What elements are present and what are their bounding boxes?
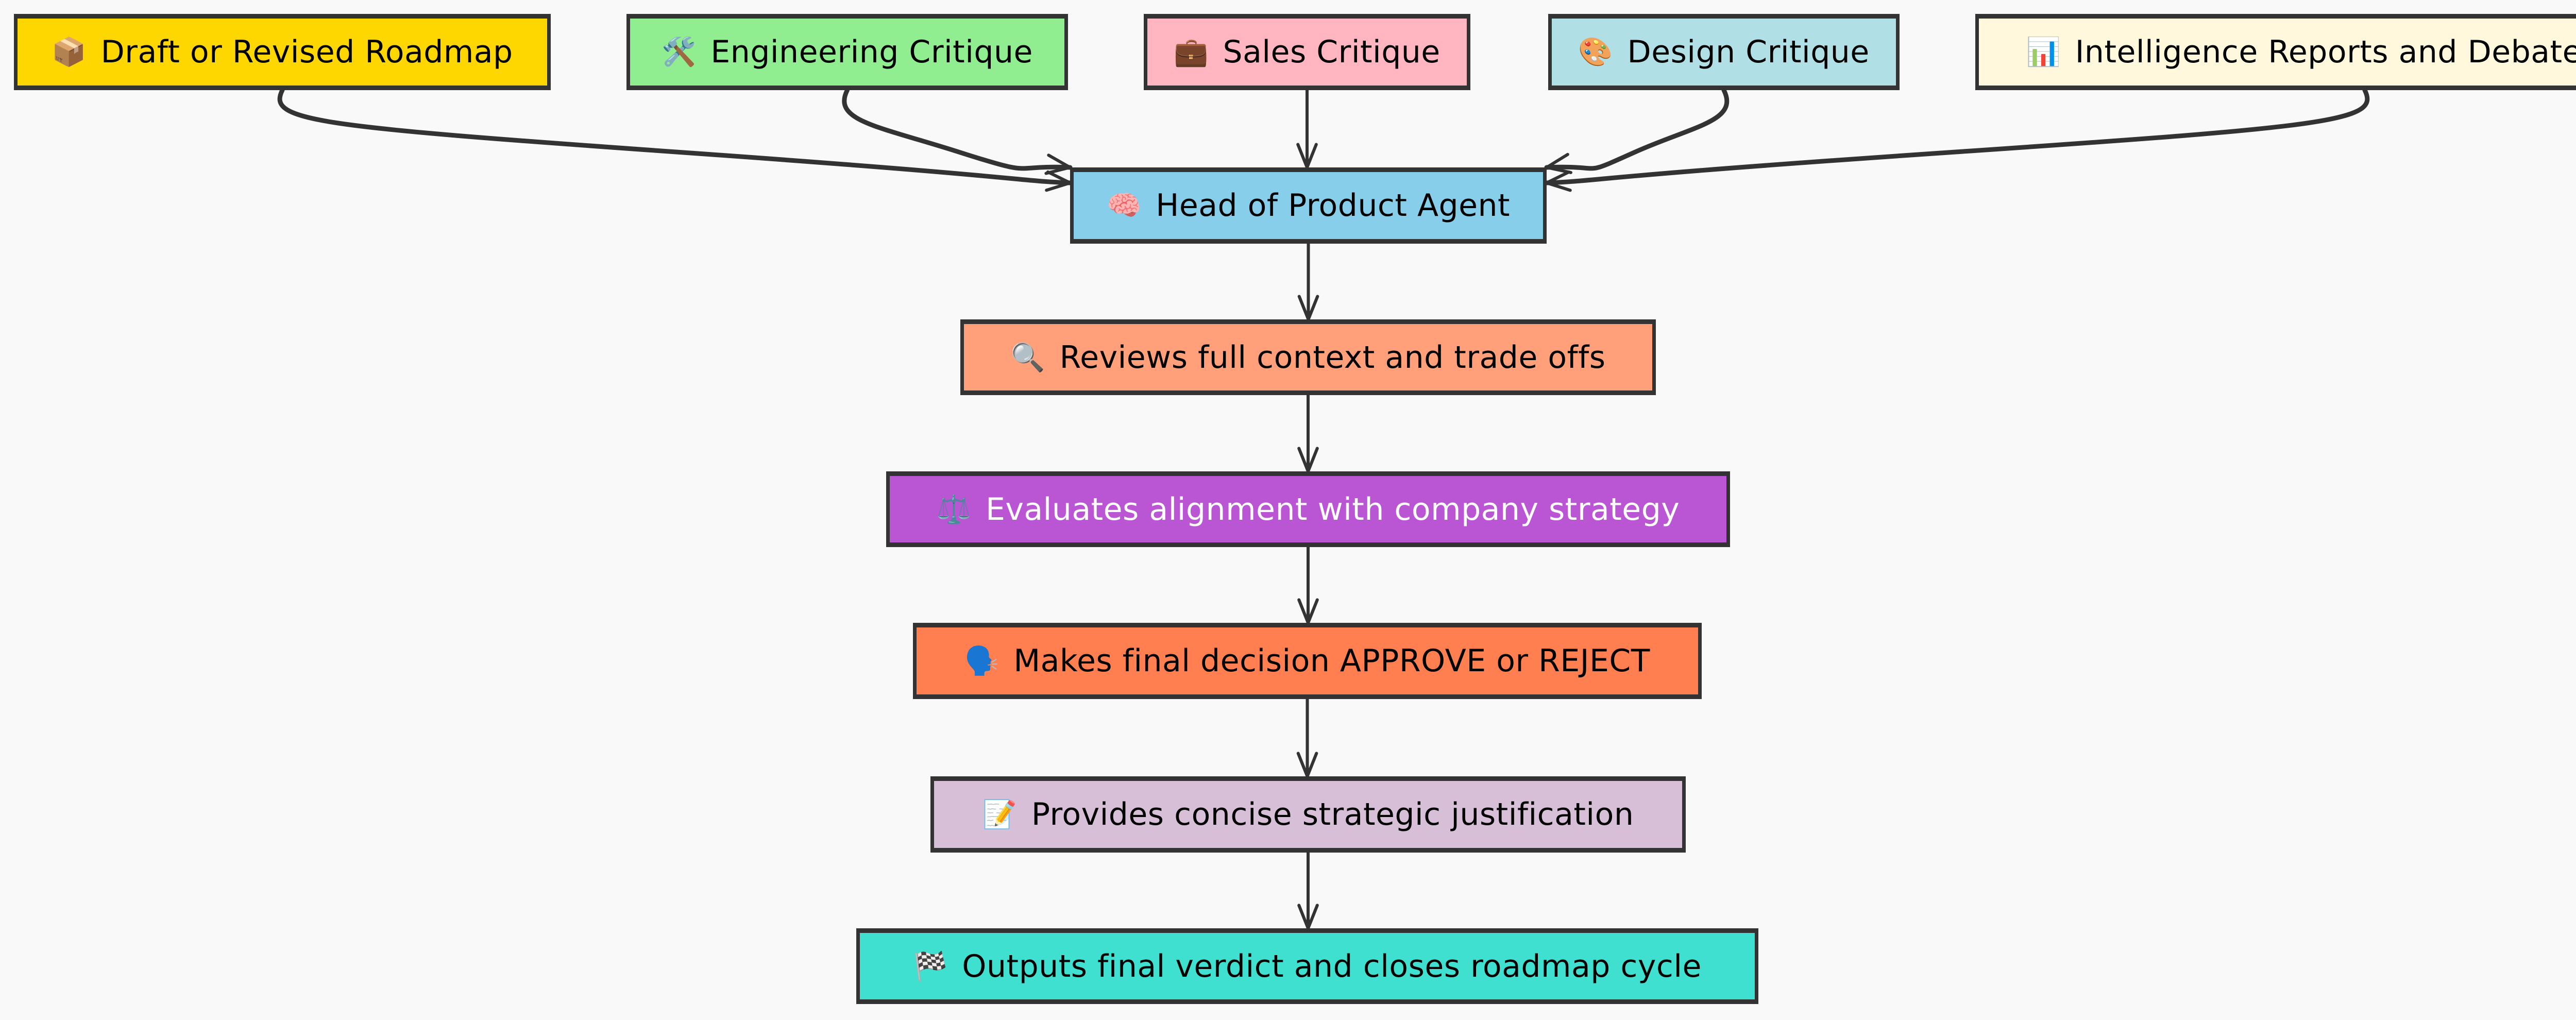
tools-icon: 🛠️ <box>662 36 697 68</box>
node-label: Engineering Critique <box>710 34 1033 70</box>
node-strategic-justification[interactable]: 📝 Provides concise strategic justificati… <box>930 776 1686 853</box>
node-draft-roadmap[interactable]: 📦 Draft or Revised Roadmap <box>14 14 551 90</box>
node-label: Design Critique <box>1627 34 1870 70</box>
package-icon: 📦 <box>52 36 87 68</box>
node-label: Sales Critique <box>1223 34 1440 70</box>
node-label: Outputs final verdict and closes roadmap… <box>962 948 1702 984</box>
node-final-verdict[interactable]: 🏁 Outputs final verdict and closes roadm… <box>856 928 1758 1004</box>
memo-icon: 📝 <box>982 798 1017 830</box>
node-design-critique[interactable]: 🎨 Design Critique <box>1548 14 1900 90</box>
edge-draft-to-head <box>277 88 1073 185</box>
palette-icon: 🎨 <box>1578 36 1613 68</box>
checkered-flag-icon: 🏁 <box>913 949 948 982</box>
node-head-of-product[interactable]: 🧠 Head of Product Agent <box>1070 167 1547 244</box>
briefcase-icon: 💼 <box>1174 36 1209 68</box>
edge-engineering-to-head <box>842 88 1073 171</box>
speaking-head-icon: 🗣️ <box>964 644 999 677</box>
scales-icon: ⚖️ <box>936 492 971 525</box>
node-label: Reviews full context and trade offs <box>1059 339 1606 376</box>
arrow-head <box>1044 154 1072 175</box>
node-label: Provides concise strategic justification <box>1031 796 1634 832</box>
brain-icon: 🧠 <box>1106 189 1142 222</box>
arrow-head <box>1545 152 1572 174</box>
node-label: Intelligence Reports and Debate History <box>2075 34 2576 70</box>
edge-intel-to-head <box>1544 88 2370 185</box>
node-final-decision[interactable]: 🗣️ Makes final decision APPROVE or REJEC… <box>913 623 1702 699</box>
magnifier-icon: 🔍 <box>1010 341 1045 373</box>
node-intelligence-reports[interactable]: 📊 Intelligence Reports and Debate Histor… <box>1975 14 2576 90</box>
node-label: Draft or Revised Roadmap <box>100 34 513 70</box>
node-label: Head of Product Agent <box>1156 188 1511 224</box>
node-evaluates-alignment[interactable]: ⚖️ Evaluates alignment with company stra… <box>886 471 1730 547</box>
edge-design-to-head <box>1544 88 1730 171</box>
node-label: Makes final decision APPROVE or REJECT <box>1013 643 1650 679</box>
arrow-head <box>1545 170 1572 192</box>
bar-chart-icon: 📊 <box>2026 36 2061 68</box>
node-sales-critique[interactable]: 💼 Sales Critique <box>1144 14 1470 90</box>
node-reviews-context[interactable]: 🔍 Reviews full context and trade offs <box>960 319 1656 395</box>
node-label: Evaluates alignment with company strateg… <box>985 491 1680 528</box>
node-engineering-critique[interactable]: 🛠️ Engineering Critique <box>626 14 1068 90</box>
